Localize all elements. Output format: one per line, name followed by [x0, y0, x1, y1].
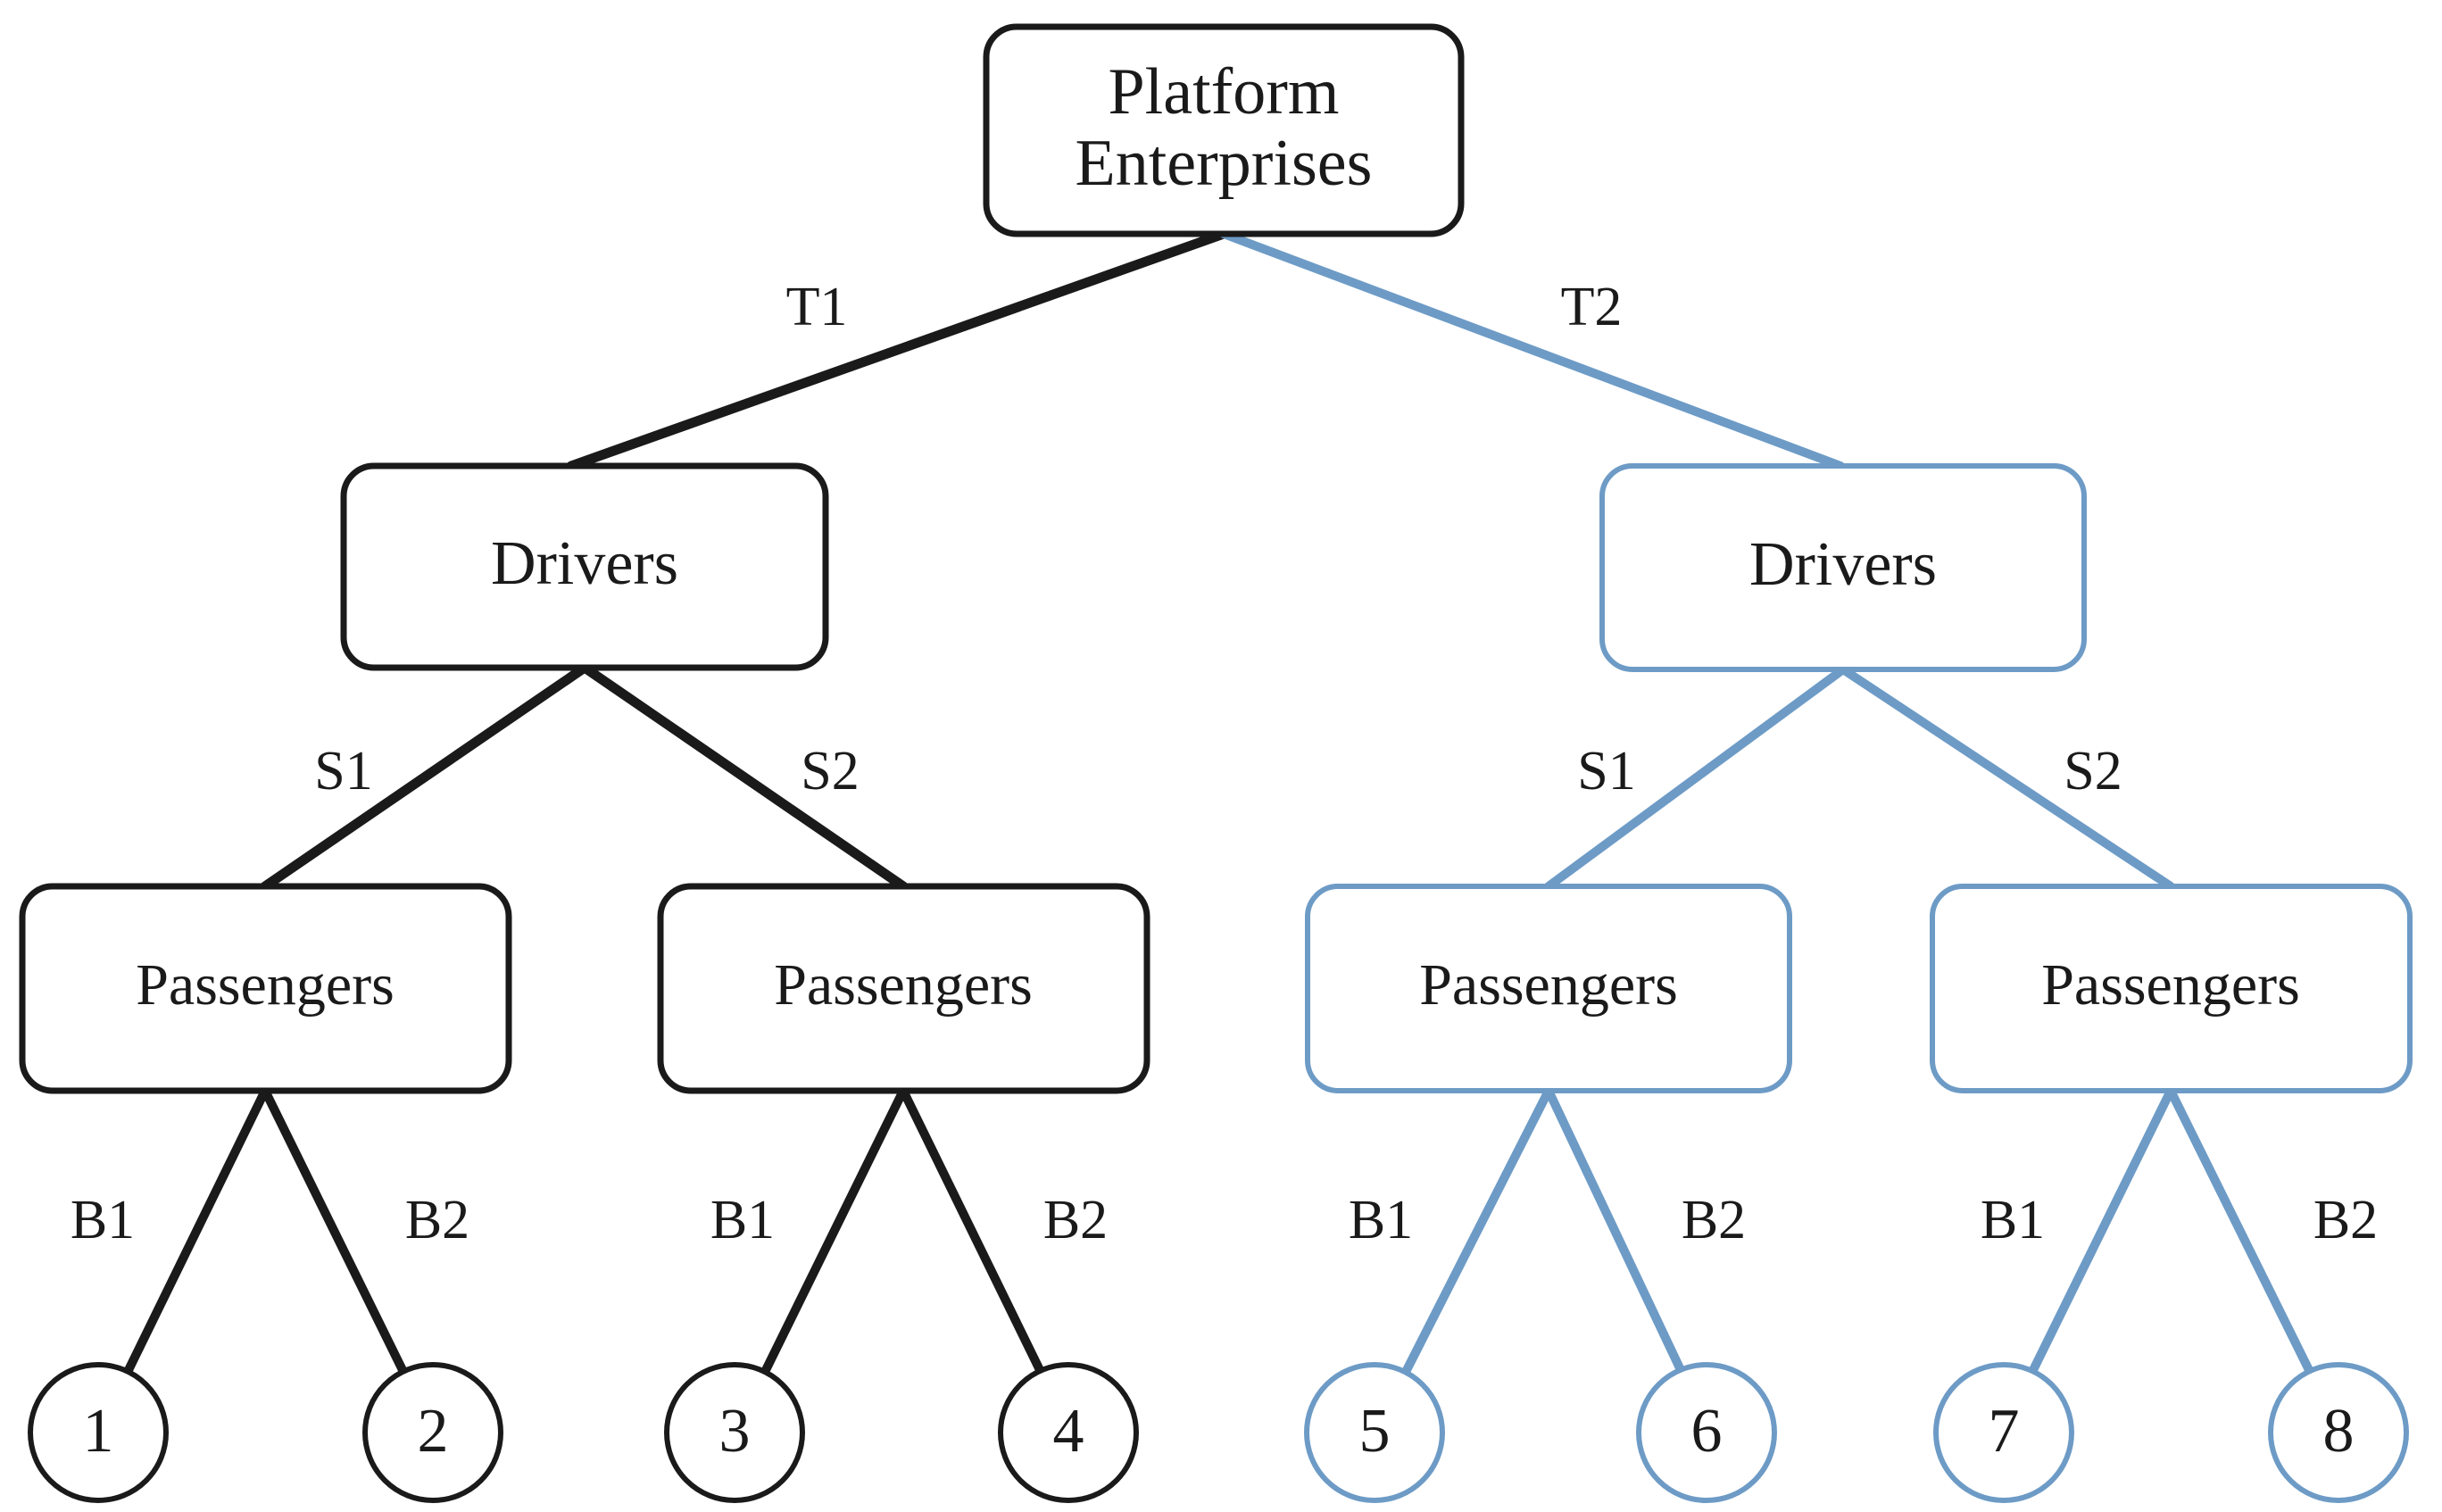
leaf-node-2-label: 2: [418, 1397, 449, 1466]
edge-label-s2-left: S2: [801, 741, 859, 802]
edge-label-b2-leaf2: B2: [405, 1190, 469, 1250]
leaf-node-8[interactable]: 8: [2268, 1362, 2409, 1503]
edge-drivers-left-to-passengers-1: [260, 662, 590, 892]
node-platform-enterprises-label-line1: Platform: [1109, 55, 1340, 129]
edge-drivers-right-to-passengers-3: [1544, 665, 1848, 891]
edge-root-to-drivers-left: [566, 228, 1229, 471]
edge-label-t2: T2: [1561, 277, 1623, 337]
node-platform-enterprises-label-line2: Enterprises: [1076, 127, 1373, 200]
leaf-node-2[interactable]: 2: [362, 1362, 503, 1503]
edge-passengers-1-to-leaf-1: [123, 1086, 270, 1376]
node-drivers-left[interactable]: Drivers: [340, 462, 829, 671]
edge-label-b1-leaf3: B1: [710, 1190, 775, 1250]
leaf-node-6-circle: [1636, 1362, 1777, 1503]
node-passengers-3-label: Passengers: [1419, 952, 1678, 1018]
node-passengers-4-label: Passengers: [2041, 952, 2300, 1018]
leaf-node-4-label: 4: [1053, 1397, 1084, 1466]
node-passengers-1[interactable]: Passengers: [19, 883, 512, 1094]
node-drivers-left-box: [340, 462, 829, 671]
leaf-node-3[interactable]: 3: [664, 1362, 805, 1503]
node-platform-enterprises[interactable]: Platform Enterprises: [983, 23, 1465, 237]
edge-label-t1: T1: [786, 277, 848, 337]
leaf-node-5-label: 5: [1359, 1397, 1391, 1466]
node-drivers-right-box: [1599, 463, 2087, 672]
edge-passengers-2-to-leaf-4: [899, 1086, 1045, 1376]
edge-passengers-2-to-leaf-3: [760, 1086, 908, 1376]
node-passengers-2-box: [657, 883, 1150, 1094]
edge-label-s1-left: S1: [314, 741, 372, 802]
leaf-node-5[interactable]: 5: [1304, 1362, 1445, 1503]
edge-label-s2-right: S2: [2064, 741, 2122, 802]
edge-label-b2-leaf6: B2: [1682, 1190, 1746, 1250]
node-passengers-3[interactable]: Passengers: [1305, 884, 1792, 1093]
node-passengers-4-box: [1930, 884, 2413, 1093]
node-passengers-4[interactable]: Passengers: [1930, 884, 2413, 1093]
edge-drivers-left-to-passengers-2: [579, 662, 909, 892]
edge-passengers-4-to-leaf-7: [2028, 1086, 2175, 1376]
edge-drivers-right-to-passengers-4: [1839, 665, 2175, 891]
node-passengers-1-label: Passengers: [136, 952, 395, 1018]
leaf-node-4[interactable]: 4: [998, 1362, 1139, 1503]
edge-root-to-drivers-right: [1219, 229, 1845, 470]
node-passengers-2[interactable]: Passengers: [657, 883, 1150, 1094]
leaf-node-1-circle: [28, 1362, 169, 1503]
edge-passengers-3-to-leaf-5: [1401, 1086, 1553, 1376]
leaf-node-5-circle: [1304, 1362, 1445, 1503]
node-passengers-3-box: [1305, 884, 1792, 1093]
leaf-node-6-label: 6: [1691, 1397, 1723, 1466]
edge-passengers-1-to-leaf-2: [261, 1086, 408, 1376]
leaf-node-8-label: 8: [2323, 1397, 2355, 1466]
leaf-node-6[interactable]: 6: [1636, 1362, 1777, 1503]
leaf-node-8-circle: [2268, 1362, 2409, 1503]
leaf-node-1[interactable]: 1: [28, 1362, 169, 1503]
node-drivers-right[interactable]: Drivers: [1599, 463, 2087, 672]
edge-label-b2-leaf8: B2: [2313, 1190, 2378, 1250]
leaf-node-7[interactable]: 7: [1933, 1362, 2074, 1503]
edge-label-b2-leaf4: B2: [1043, 1190, 1108, 1250]
node-drivers-right-label: Drivers: [1749, 530, 1937, 599]
leaf-node-4-circle: [998, 1362, 1139, 1503]
node-passengers-2-label: Passengers: [774, 952, 1033, 1018]
leaf-node-7-label: 7: [1989, 1397, 2020, 1466]
leaf-node-2-circle: [362, 1362, 503, 1503]
leaf-node-3-label: 3: [719, 1397, 751, 1466]
edge-label-s1-right: S1: [1577, 741, 1635, 802]
edge-label-b1-leaf1: B1: [71, 1190, 135, 1250]
edge-label-b1-leaf5: B1: [1349, 1190, 1413, 1250]
leaf-node-1-label: 1: [83, 1397, 114, 1466]
node-drivers-left-label: Drivers: [491, 529, 678, 598]
leaf-node-3-circle: [664, 1362, 805, 1503]
node-platform-enterprises-box: [983, 23, 1465, 237]
leaf-node-7-circle: [1933, 1362, 2074, 1503]
edge-passengers-4-to-leaf-8: [2166, 1086, 2314, 1376]
edge-passengers-3-to-leaf-6: [1544, 1086, 1686, 1376]
edge-label-b1-leaf7: B1: [1981, 1190, 2045, 1250]
node-passengers-1-box: [19, 883, 512, 1094]
